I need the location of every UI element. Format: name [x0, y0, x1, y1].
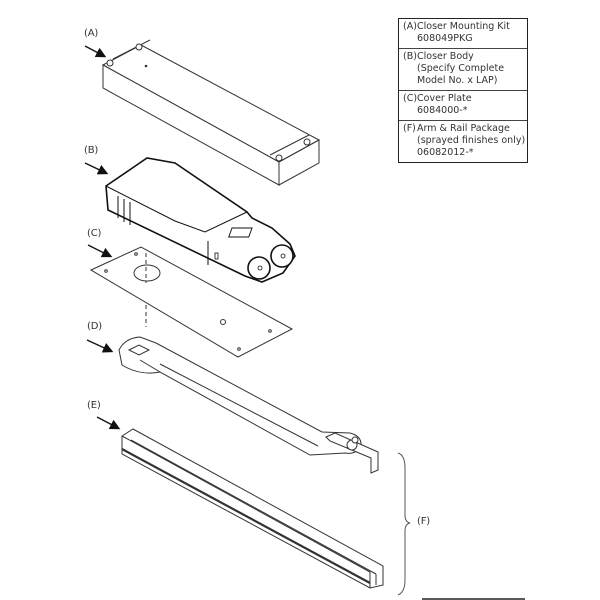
legend-line: Closer Body — [417, 51, 474, 62]
callout-c: (C) — [87, 228, 102, 239]
legend-row-b: (B) Closer Body (Specify Complete Model … — [399, 49, 527, 91]
arrow-d — [86, 339, 114, 353]
arrow-b — [84, 162, 109, 175]
legend-line: Model No. x LAP) — [417, 75, 498, 86]
part-c-cover-plate — [89, 246, 294, 358]
callout-b: (B) — [84, 145, 99, 156]
legend-line: 6084000-* — [417, 105, 468, 116]
legend-line: 06082012-* — [417, 147, 474, 158]
callout-f: (F) — [417, 516, 430, 527]
part-e-rail — [121, 428, 384, 589]
legend-row-c: (C) Cover Plate 6084000-* — [399, 91, 527, 121]
legend-row-f: (F) Arm & Rail Package (sprayed finishes… — [399, 121, 527, 162]
legend-line: (Specify Complete — [417, 63, 505, 74]
legend-line: 608049PKG — [417, 33, 473, 44]
legend-line: Closer Mounting Kit — [417, 21, 510, 32]
part-a-mounting-kit — [101, 39, 321, 186]
callout-a: (A) — [84, 28, 99, 39]
legend-row-a: (A) Closer Mounting Kit 608049PKG — [399, 19, 527, 49]
legend-key: (A) — [403, 21, 417, 32]
legend-key: (B) — [403, 51, 417, 62]
legend-line: (sprayed finishes only) — [417, 135, 526, 146]
parts-legend: (A) Closer Mounting Kit 608049PKG (B) Cl… — [398, 18, 528, 163]
part-d-arm — [118, 336, 379, 474]
arrow-e — [96, 416, 121, 430]
legend-key: (F) — [403, 123, 416, 134]
legend-line: Arm & Rail Package — [417, 123, 510, 134]
legend-key: (C) — [403, 93, 418, 104]
arrow-c — [87, 244, 113, 258]
arrow-a — [84, 45, 107, 58]
callout-d: (D) — [87, 321, 102, 332]
callout-e: (E) — [87, 400, 101, 411]
legend-line: Cover Plate — [417, 93, 472, 104]
part-b-closer-body — [105, 157, 296, 283]
brace-f — [397, 452, 411, 596]
